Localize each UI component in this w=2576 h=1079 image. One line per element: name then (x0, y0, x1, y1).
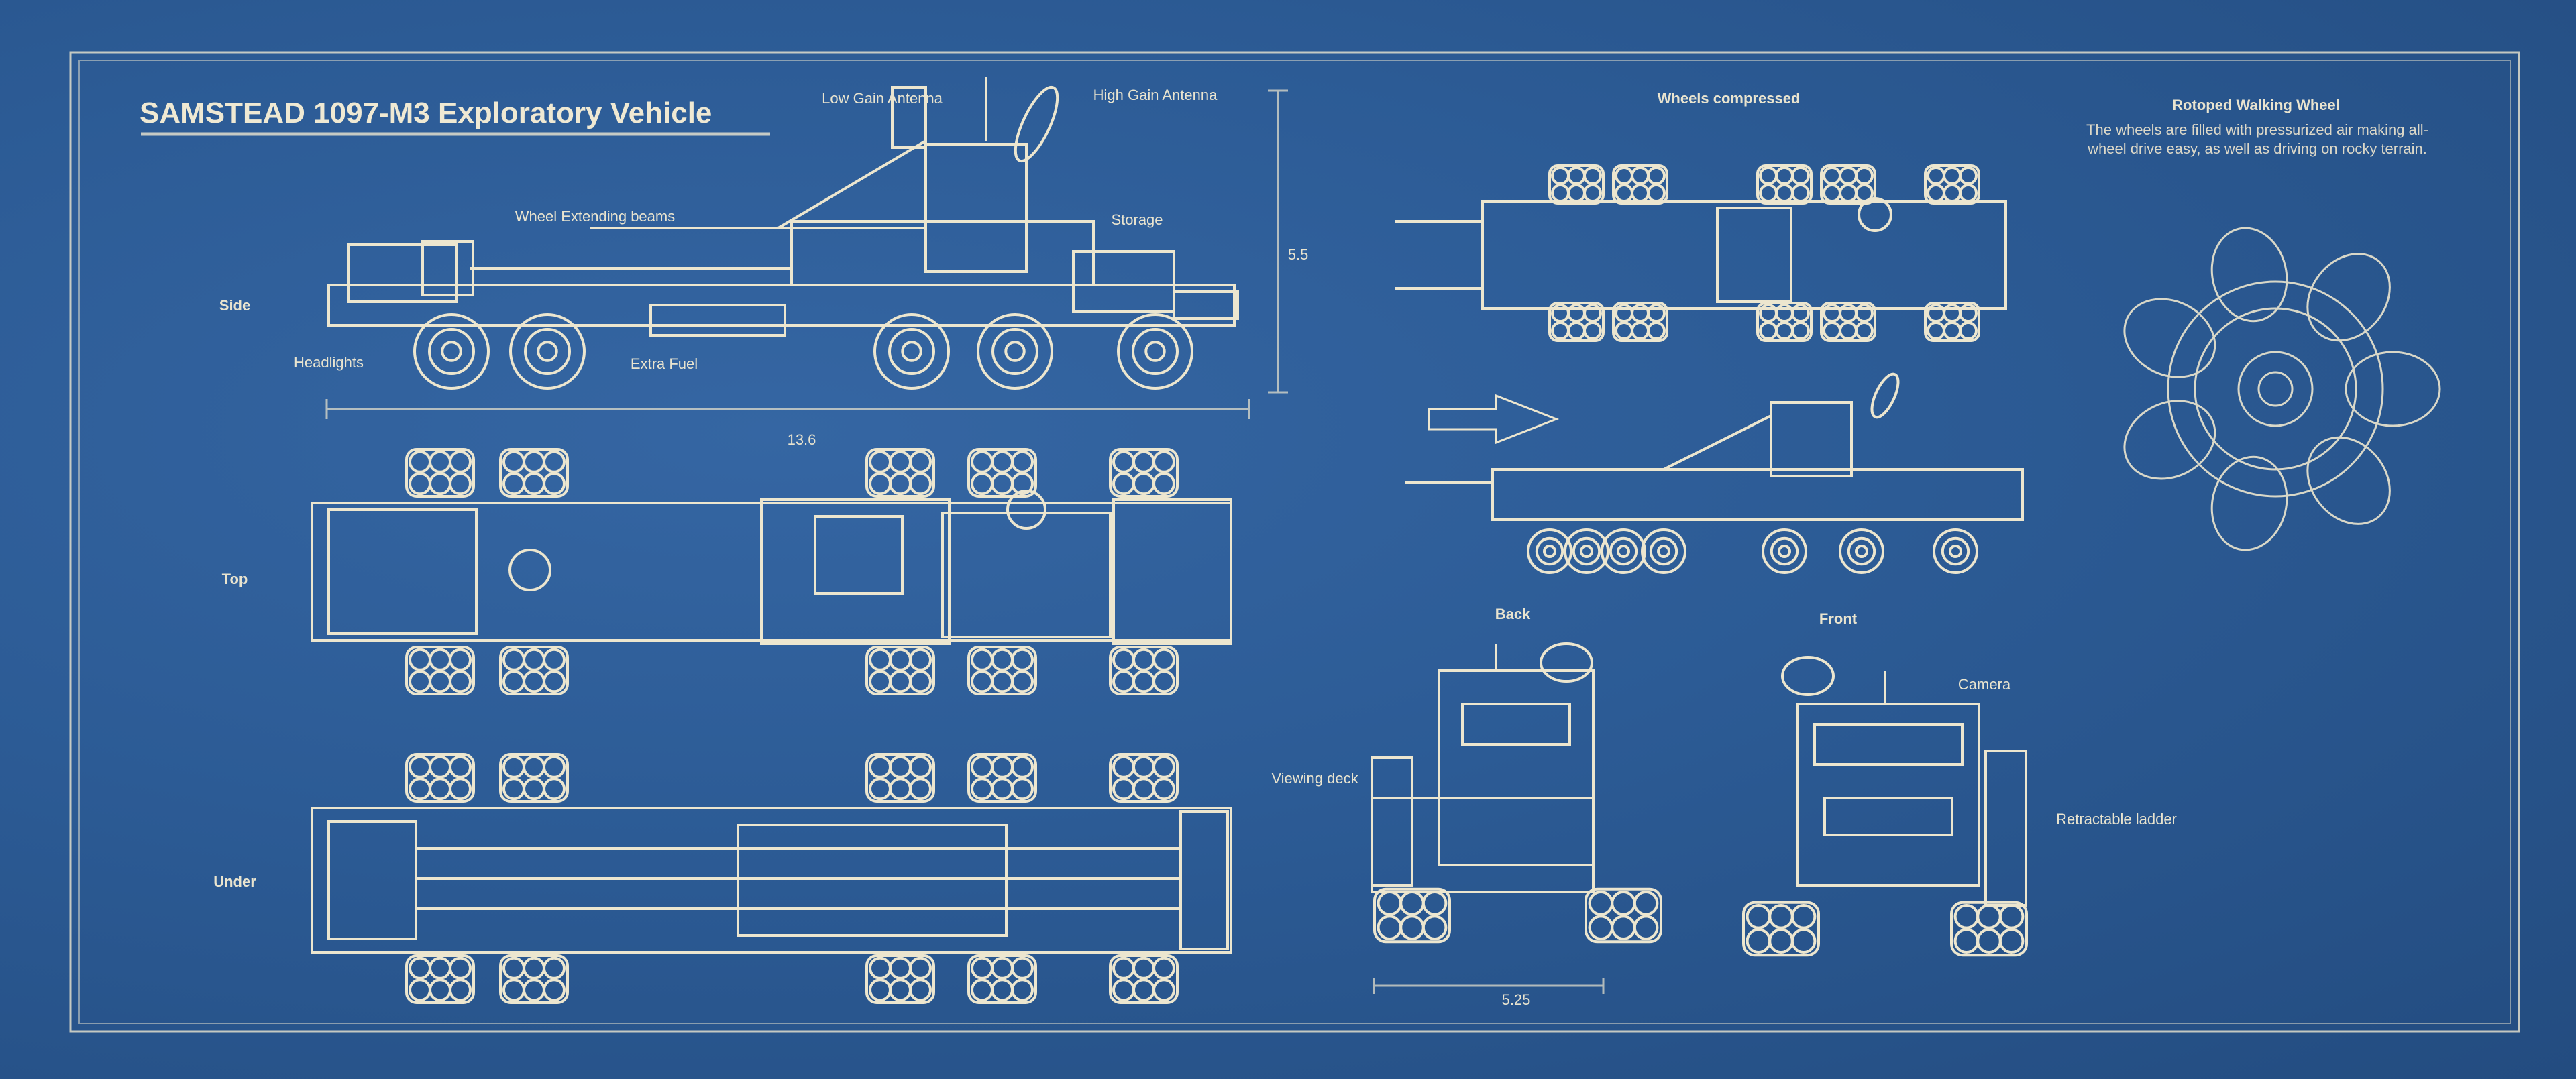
callout-headlights: Headlights (294, 354, 364, 371)
wheel-bogie (1820, 302, 1876, 342)
wheel-bogie (405, 753, 475, 803)
wheel (873, 313, 950, 390)
wheel (509, 313, 586, 390)
dimension-length: 13.6 (787, 431, 816, 448)
view-label-top: Top (221, 571, 248, 587)
wheel-bogie (1548, 164, 1605, 205)
wheel-bogie (967, 646, 1037, 695)
view-label-back: Back (1495, 606, 1531, 622)
air-cell (2210, 455, 2288, 551)
width-dimension (1373, 978, 1605, 994)
wheel-bogie (1373, 887, 1451, 944)
air-cell (2123, 400, 2216, 480)
view-label-compressed: Wheels compressed (1657, 90, 1801, 107)
wheel-bogie (967, 753, 1037, 803)
wheel (1762, 528, 1807, 574)
wheel-bogie (1109, 646, 1179, 695)
air-cell (2345, 351, 2441, 427)
wheel-bogie (1548, 302, 1605, 342)
wheel (413, 313, 490, 390)
page-title: SAMSTEAD 1097-M3 Exploratory Vehicle (140, 97, 712, 129)
wheel (1527, 528, 1572, 574)
wheel-bogie (967, 448, 1037, 498)
front-view-vehicle (1781, 656, 2027, 907)
wheel-bogie (1612, 164, 1668, 205)
wheel-bogie (865, 448, 935, 498)
dimension-width: 5.25 (1501, 991, 1531, 1008)
air-cell (2210, 227, 2288, 323)
wheel-bogie (1612, 302, 1668, 342)
wheel (1601, 528, 1646, 574)
wheel-bogie (967, 954, 1037, 1004)
wheel-bogie (865, 646, 935, 695)
callout-viewing-deck: Viewing deck (1271, 770, 1358, 787)
top-view-vehicle (311, 490, 1232, 645)
callout-camera: Camera (1957, 676, 2011, 693)
back-view-vehicle (1371, 642, 1595, 893)
wheel-bogie (499, 753, 569, 803)
wheel (1839, 528, 1884, 574)
view-label-side: Side (219, 297, 251, 314)
callout-extra-fuel: Extra Fuel (630, 355, 698, 372)
walking-wheel-description: The wheels are filled with pressurized a… (2086, 121, 2428, 157)
wheel-bogie (1109, 448, 1179, 498)
view-label-under: Under (213, 873, 256, 890)
callout-high-gain-antenna: High Gain Antenna (1093, 87, 1218, 103)
callout-retractable-ladder: Retractable ladder (2056, 811, 2177, 828)
wheel-bogie (499, 448, 569, 498)
wheel (1564, 528, 1609, 574)
inner-frame (78, 60, 2511, 1024)
callout-wheel-extending-beams: Wheel Extending beams (515, 208, 676, 225)
wheel (1933, 528, 1978, 574)
walking-wheel-title: Rotoped Walking Wheel (2172, 97, 2340, 113)
under-view-vehicle (311, 807, 1232, 954)
length-dimension (325, 399, 1250, 419)
wheel (1117, 313, 1193, 390)
wheel-bogie (405, 954, 475, 1004)
rotoped-walking-wheel (2123, 227, 2441, 551)
wheel-bogie (499, 954, 569, 1004)
wheel-bogie (405, 448, 475, 498)
wheel-bogie (1924, 164, 1980, 205)
callout-low-gain-antenna: Low Gain Antenna (822, 90, 943, 107)
wheel-bogie (1742, 901, 1820, 957)
wheel-bogie (865, 753, 935, 803)
transition-arrow-icon (1428, 394, 1560, 445)
wheel-bogie (1820, 164, 1876, 205)
wheel-bogie (405, 646, 475, 695)
wheel-bogie (499, 646, 569, 695)
dimension-height: 5.5 (1287, 246, 1309, 263)
wheel-bogie (1109, 954, 1179, 1004)
air-cell (2123, 298, 2216, 378)
wheel-bogie (1950, 901, 2028, 957)
wheel-bogie (1109, 753, 1179, 803)
air-cell (2306, 436, 2391, 525)
height-dimension (1268, 89, 1288, 394)
wheel-bogie (1756, 302, 1813, 342)
compressed-top-vehicle (1395, 197, 2007, 310)
wheel (977, 313, 1053, 390)
wheel-bogie (865, 954, 935, 1004)
wheel-bogie (1924, 302, 1980, 342)
wheel-bogie (1585, 887, 1662, 944)
compressed-side-vehicle (1405, 372, 2024, 521)
callout-storage: Storage (1111, 211, 1163, 228)
wheel-bogie (1756, 164, 1813, 205)
view-label-front: Front (1819, 610, 1858, 627)
air-cell (2306, 253, 2391, 342)
outer-frame (69, 51, 2520, 1033)
wheel (1641, 528, 1686, 574)
side-view-vehicle (327, 77, 1239, 337)
